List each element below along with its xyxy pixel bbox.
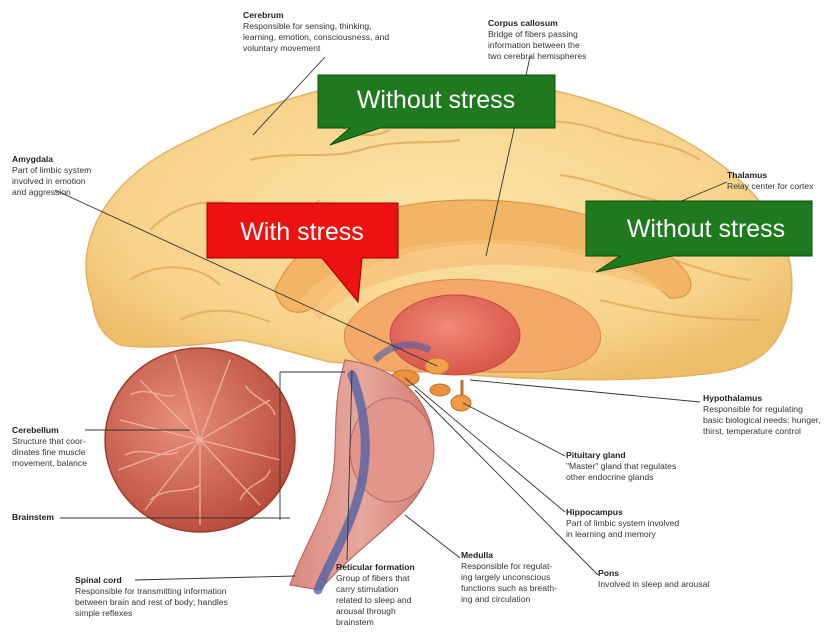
- pituitary-title: Pituitary gland: [566, 450, 676, 461]
- amygdala-title: Amygdala: [12, 154, 91, 165]
- hypothalamus-desc: Responsible for regulating basic biologi…: [703, 404, 821, 437]
- cerebellum-title: Cerebellum: [12, 425, 87, 436]
- label-reticular-formation: Reticular formation Group of fibers that…: [336, 562, 415, 628]
- thalamus-desc: Relay center for cortex: [727, 181, 813, 192]
- cerebrum-desc: Responsible for sensing, thinking, learn…: [243, 21, 389, 54]
- label-hypothalamus: Hypothalamus Responsible for regulating …: [703, 393, 821, 437]
- thalamus-shape: [390, 295, 520, 375]
- cerebrum-title: Cerebrum: [243, 10, 389, 21]
- hippocampus-shape: [430, 384, 450, 396]
- medulla-title: Medulla: [461, 550, 557, 561]
- label-cerebellum: Cerebellum Structure that coor- dinates …: [12, 425, 87, 469]
- label-corpus-callosum: Corpus callosum Bridge of fibers passing…: [488, 18, 586, 62]
- pons-title: Pons: [598, 568, 709, 579]
- label-pituitary: Pituitary gland "Master" gland that regu…: [566, 450, 676, 483]
- label-cerebrum: Cerebrum Responsible for sensing, thinki…: [243, 10, 389, 54]
- label-pons: Pons Involved in sleep and arousal: [598, 568, 709, 590]
- reticular-title: Reticular formation: [336, 562, 415, 573]
- label-amygdala: Amygdala Part of limbic system involved …: [12, 154, 91, 198]
- amygdala-desc: Part of limbic system involved in emotio…: [12, 165, 91, 198]
- callout-top-text: Without stress: [357, 86, 515, 114]
- label-brainstem: Brainstem: [12, 512, 54, 523]
- label-thalamus: Thalamus Relay center for cortex: [727, 170, 813, 192]
- corpus-callosum-title: Corpus callosum: [488, 18, 586, 29]
- pituitary-shape: [451, 395, 471, 411]
- hippocampus-desc: Part of limbic system involved in learni…: [566, 518, 679, 540]
- label-hippocampus: Hippocampus Part of limbic system involv…: [566, 507, 679, 540]
- brainstem-title: Brainstem: [12, 512, 54, 523]
- label-medulla: Medulla Responsible for regulat- ing lar…: [461, 550, 557, 605]
- hypothalamus-title: Hypothalamus: [703, 393, 821, 404]
- medulla-desc: Responsible for regulat- ing largely unc…: [461, 561, 557, 605]
- corpus-callosum-desc: Bridge of fibers passing information bet…: [488, 29, 586, 62]
- callout-right-text: Without stress: [627, 215, 785, 243]
- pituitary-desc: "Master" gland that regulates other endo…: [566, 461, 676, 483]
- thalamus-title: Thalamus: [727, 170, 813, 181]
- hippocampus-title: Hippocampus: [566, 507, 679, 518]
- pons-desc: Involved in sleep and arousal: [598, 579, 709, 590]
- label-spinal-cord: Spinal cord Responsible for transmitting…: [75, 575, 228, 619]
- reticular-desc: Group of fibers that carry stimulation r…: [336, 573, 415, 628]
- cerebellum-desc: Structure that coor- dinates fine muscle…: [12, 436, 87, 469]
- spinal-cord-title: Spinal cord: [75, 575, 228, 586]
- callout-left-text: With stress: [240, 218, 364, 246]
- spinal-cord-desc: Responsible for transmitting information…: [75, 586, 228, 619]
